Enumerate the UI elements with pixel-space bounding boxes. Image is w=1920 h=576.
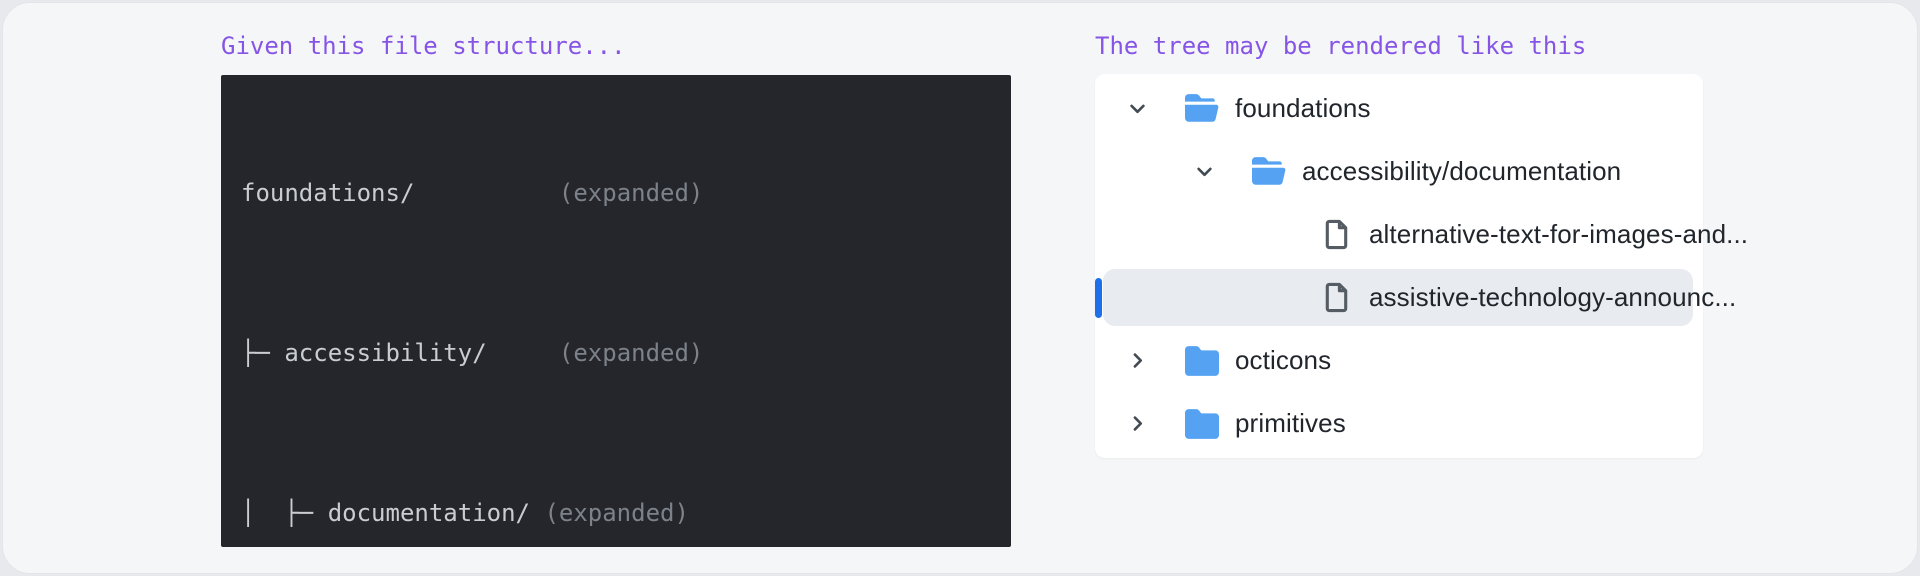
folder-open-icon: [1252, 155, 1286, 189]
code-line-annotation: (expanded): [558, 339, 704, 367]
tree-item-label: accessibility/documentation: [1302, 156, 1622, 186]
tree-row[interactable]: foundations: [1095, 77, 1703, 140]
chevron-slot[interactable]: [1187, 161, 1252, 182]
tree-item-label: primitives: [1235, 408, 1346, 438]
chevron-down-icon[interactable]: [1127, 98, 1148, 119]
code-line: ├─ accessibility/ (expanded): [241, 333, 991, 373]
code-line-text: │ ├─ documentation/: [241, 499, 545, 527]
chevron-right-icon[interactable]: [1127, 350, 1148, 371]
code-line-annotation: (expanded): [558, 179, 704, 207]
file-icon: [1319, 218, 1353, 252]
tree-row[interactable]: octicons: [1095, 329, 1703, 392]
code-line: foundations/ (expanded): [241, 173, 991, 213]
tree-view: foundations accessibility/documentation: [1095, 74, 1748, 458]
tree-item-label: assistive-technology-announc...: [1369, 282, 1737, 312]
tree-item-label: foundations: [1235, 93, 1371, 123]
chevron-right-icon[interactable]: [1127, 413, 1148, 434]
tree-row[interactable]: alternative-text-for-images-and...: [1095, 203, 1748, 266]
code-line-text: foundations/: [241, 179, 559, 207]
chevron-slot[interactable]: [1120, 413, 1185, 434]
tree-row[interactable]: accessibility/documentation: [1095, 140, 1703, 203]
folder-open-icon: [1185, 92, 1219, 126]
selected-accent-bar: [1095, 277, 1102, 318]
chevron-slot[interactable]: [1120, 350, 1185, 371]
code-block: foundations/ (expanded) ├─ accessibility…: [221, 75, 1011, 547]
code-line: │ ├─ documentation/ (expanded): [241, 493, 991, 533]
left-heading: Given this file structure...: [221, 32, 626, 60]
tree-row[interactable]: primitives: [1095, 392, 1703, 455]
code-line-annotation: (expanded): [544, 499, 689, 527]
chevron-slot[interactable]: [1120, 98, 1185, 119]
folder-closed-icon: [1185, 344, 1219, 378]
code-line-text: ├─ accessibility/: [241, 339, 559, 367]
file-icon: [1319, 281, 1353, 315]
tree-row[interactable]: assistive-technology-announc...: [1095, 266, 1736, 329]
folder-closed-icon: [1185, 407, 1219, 441]
chevron-down-icon[interactable]: [1194, 161, 1215, 182]
selected-row-highlight: [1103, 269, 1693, 326]
tree-item-label: alternative-text-for-images-and...: [1369, 219, 1749, 249]
right-heading: The tree may be rendered like this: [1095, 32, 1587, 60]
tree-item-label: octicons: [1235, 345, 1332, 375]
